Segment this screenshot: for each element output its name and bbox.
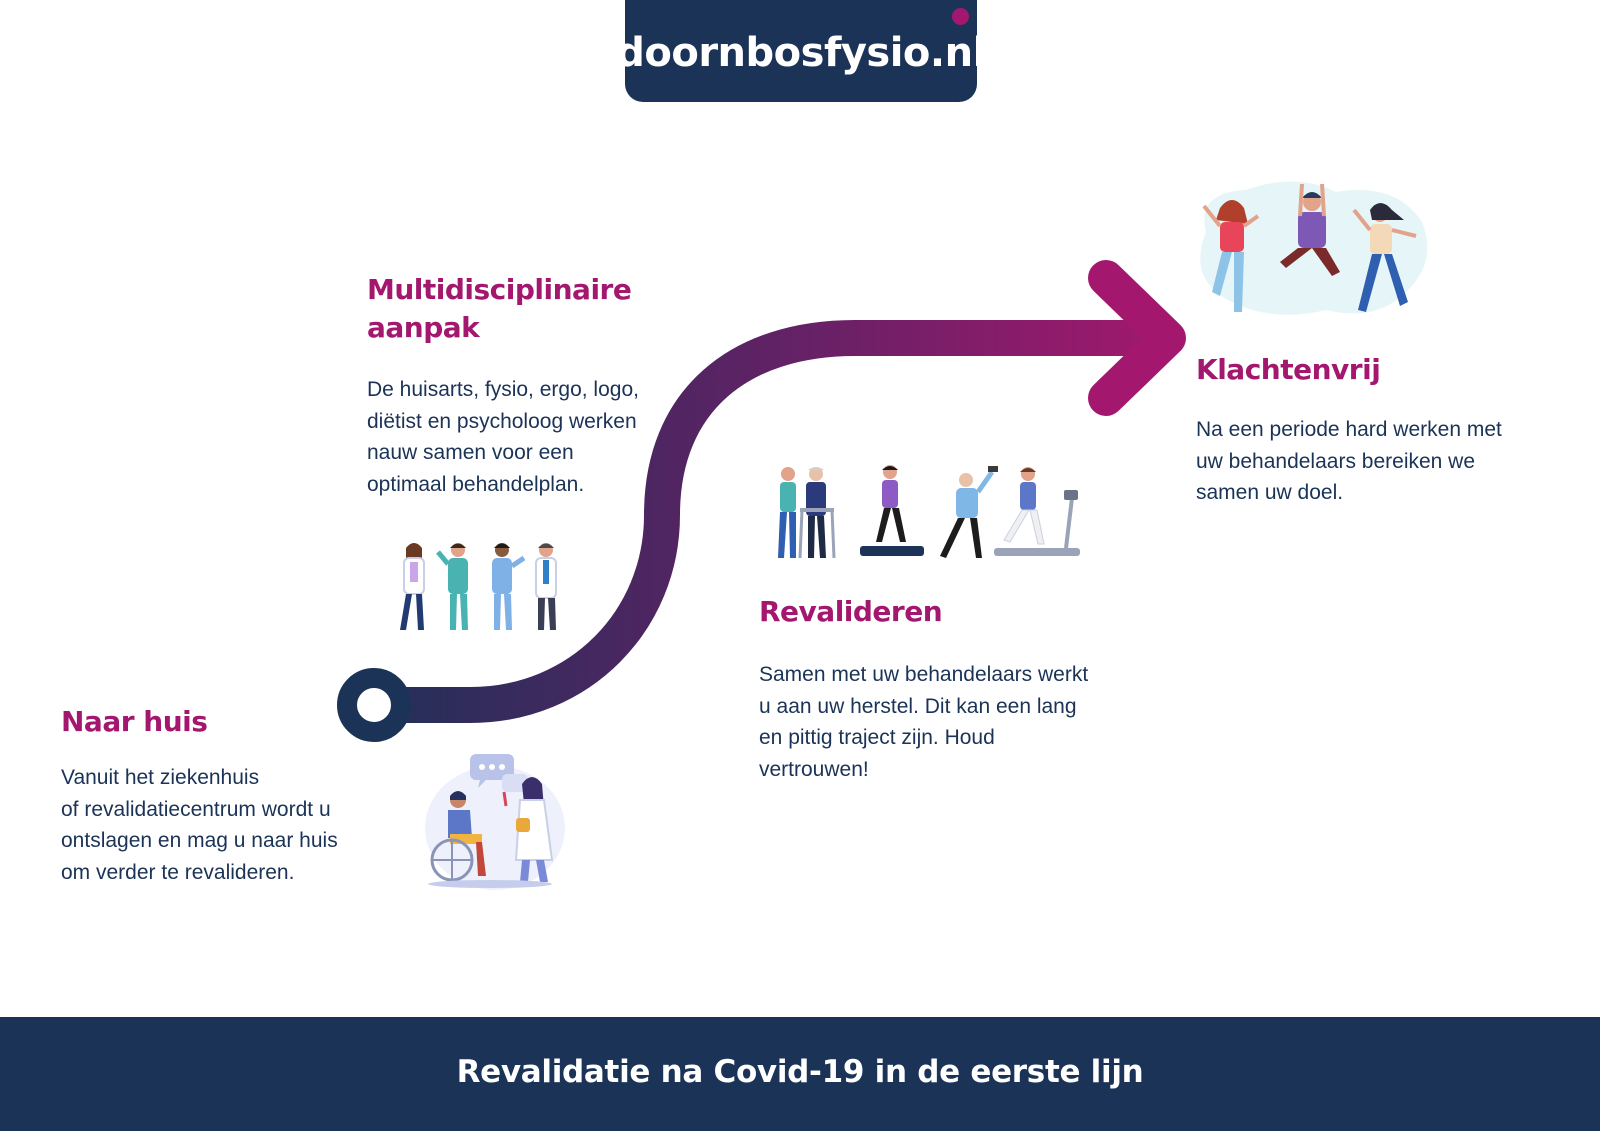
logo-dot [952,8,969,25]
text-line: diëtist en psycholoog werken [367,409,637,433]
progress-arrow [337,260,1186,742]
text-line: en pittig traject zijn. Houd [759,726,995,749]
text-line: uw behandelaars bereiken we [1196,449,1476,473]
text-line: ontslagen en mag u naar huis [61,829,338,852]
step-naar-huis-heading: Naar huis [61,705,208,738]
step-klachtenvrij-text: Na een periode hard werken met uw behand… [1196,414,1502,509]
step-multidisciplinair-text: De huisarts, fysio, ergo, logo, diëtist … [367,374,639,500]
text-line: u aan uw herstel. Dit kan een lang [759,694,1077,718]
heading-line: Multidisciplinaire [367,273,632,306]
text-line: nauw samen voor een [367,441,574,464]
arrow-head [1088,260,1186,416]
step-multidisciplinair-heading: Multidisciplinaire aanpak [367,271,632,347]
start-marker [337,668,411,742]
wheelchair-consultation-illustration [425,754,565,890]
text-line: vertrouwen! [759,757,869,781]
exercise-illustration [778,465,1080,559]
text-line: Vanuit het ziekenhuis [61,766,260,789]
step-naar-huis-text: Vanuit het ziekenhuis of revalidatiecent… [61,762,338,888]
logo-banner: doornbosfysio.nl [616,0,986,102]
step-revalideren-text: Samen met uw behandelaars werkt u aan uw… [759,659,1088,785]
text-line: Samen met uw behandelaars werkt [759,663,1089,686]
text-line: Na een periode hard werken met [1196,418,1502,441]
text-line: optimaal behandelplan. [367,472,585,496]
text-line: of revalidatiecentrum wordt u [61,797,331,821]
logo-text: doornbosfysio.nl [616,30,986,76]
care-team-illustration [400,543,557,630]
text-line: De huisarts, fysio, ergo, logo, [367,378,639,401]
heading-line: aanpak [367,311,480,344]
step-klachtenvrij-heading: Klachtenvrij [1196,353,1381,386]
text-line: om verder te revalideren. [61,860,295,884]
text-line: samen uw doel. [1196,481,1344,504]
celebrating-people-illustration [1200,181,1428,315]
arrow-path [374,320,1168,723]
footer-title: Revalidatie na Covid-19 in de eerste lij… [456,1054,1144,1090]
step-revalideren-heading: Revalideren [759,595,943,628]
footer-banner: Revalidatie na Covid-19 in de eerste lij… [0,1017,1600,1131]
